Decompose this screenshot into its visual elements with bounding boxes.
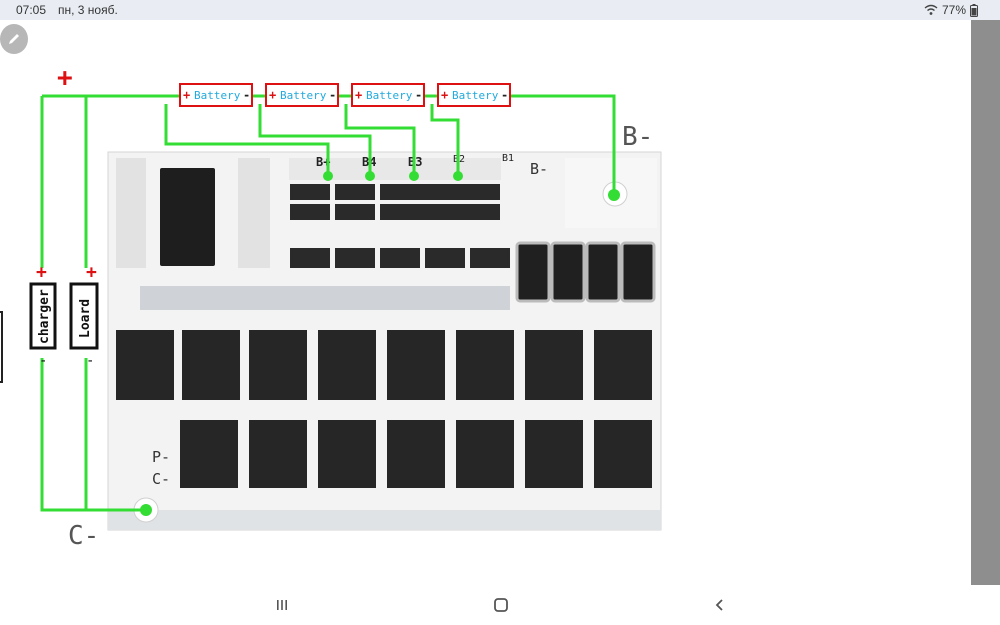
c-minus-label: C- bbox=[68, 521, 99, 551]
pad-label-b1: B1 bbox=[502, 153, 514, 164]
back-icon bbox=[715, 599, 723, 611]
battery-plus-1: + bbox=[183, 88, 190, 102]
battery-label-1: Battery bbox=[194, 89, 241, 102]
battery-label-2: Battery bbox=[280, 89, 327, 102]
battery-minus-4: - bbox=[501, 88, 508, 102]
charger-minus: - bbox=[39, 353, 47, 369]
load-label: Loard bbox=[78, 299, 93, 338]
load-box: + Loard - bbox=[69, 262, 99, 369]
status-bar: 07:05 пн, 3 нояб. 77% bbox=[0, 0, 1000, 20]
battery-label-3: Battery bbox=[366, 89, 413, 102]
b-minus-label: B- bbox=[622, 122, 653, 152]
resistor-array bbox=[290, 184, 500, 220]
charger-box: + charger - bbox=[29, 262, 57, 369]
pcb-board: B- P- C- B+ B4 B3 B2 B1 bbox=[107, 151, 662, 531]
left-edge-box bbox=[0, 311, 3, 383]
battery-minus-3: - bbox=[415, 88, 422, 102]
shunt-resistors bbox=[515, 241, 656, 303]
navigation-bar bbox=[0, 585, 1000, 625]
mosfet-row-top bbox=[116, 330, 652, 400]
board-p-minus-label: P- bbox=[152, 448, 170, 466]
board-b-minus-label: B- bbox=[530, 160, 548, 178]
mosfet-row-bottom bbox=[180, 420, 652, 488]
recent-apps-button[interactable] bbox=[270, 593, 294, 617]
pencil-icon bbox=[9, 34, 19, 44]
battery-plus-4: + bbox=[441, 88, 448, 102]
wire-dots bbox=[140, 171, 620, 516]
charger-plus: + bbox=[36, 262, 47, 283]
home-button[interactable] bbox=[489, 593, 513, 617]
status-date: пн, 3 нояб. bbox=[58, 3, 118, 17]
charger-label: charger bbox=[37, 289, 52, 344]
load-minus: - bbox=[86, 353, 94, 369]
battery-plus-2: + bbox=[269, 88, 276, 102]
top-plus-label: + bbox=[57, 63, 73, 93]
battery-plus-3: + bbox=[355, 88, 362, 102]
image-viewer: B- P- C- B+ B4 B3 B2 B1 bbox=[0, 20, 971, 585]
battery-3: + Battery - bbox=[351, 83, 425, 107]
battery-2: + Battery - bbox=[265, 83, 339, 107]
recent-apps-icon bbox=[277, 600, 287, 610]
scrollbar[interactable] bbox=[971, 20, 1000, 585]
load-plus: + bbox=[86, 262, 97, 283]
battery-1: + Battery - bbox=[179, 83, 253, 107]
battery-minus-1: - bbox=[243, 88, 250, 102]
battery-icon bbox=[970, 3, 978, 17]
edit-button[interactable] bbox=[0, 24, 28, 54]
home-icon bbox=[494, 598, 508, 612]
battery-4: + Battery - bbox=[437, 83, 511, 107]
bms-wiring-diagram: B- P- C- B+ B4 B3 B2 B1 bbox=[0, 63, 662, 551]
status-right: 77% bbox=[924, 3, 978, 17]
battery-label-4: Battery bbox=[452, 89, 499, 102]
status-time: 07:05 bbox=[16, 3, 47, 17]
board-c-minus-label: C- bbox=[152, 470, 170, 488]
battery-minus-2: - bbox=[329, 88, 336, 102]
wifi-icon bbox=[924, 4, 938, 15]
battery-percent: 77% bbox=[941, 3, 966, 17]
back-button[interactable] bbox=[708, 593, 732, 617]
wires bbox=[40, 94, 616, 512]
